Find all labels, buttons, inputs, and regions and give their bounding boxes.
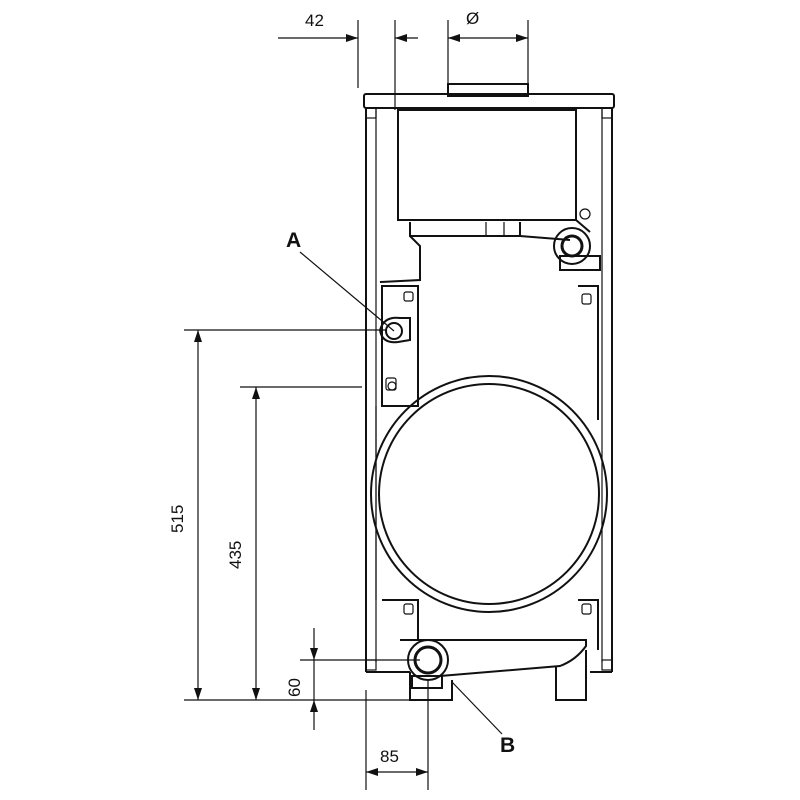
boiler-base (400, 639, 587, 701)
flue-outlet (447, 83, 529, 97)
right-frame (578, 285, 599, 650)
dimension-height-435: 435 (226, 386, 362, 700)
storage-tank (370, 375, 608, 613)
burner-chamber (379, 109, 591, 283)
connection-b: B (407, 639, 515, 757)
dimension-height-60: 60 (285, 628, 420, 730)
dim-label-42: 42 (305, 11, 324, 30)
pump (553, 208, 601, 271)
label-a: A (286, 229, 301, 252)
dim-label-515: 515 (168, 505, 187, 533)
dimension-height-515: 515 (168, 329, 410, 701)
dimension-width-85: 85 (365, 680, 429, 790)
dimension-top-offset: 42 (278, 11, 418, 110)
dimension-flue-diameter: Ø (447, 9, 529, 88)
dim-label-diameter: Ø (466, 9, 479, 28)
dim-label-85: 85 (380, 747, 399, 766)
connection-a: A (286, 229, 411, 344)
label-b: B (500, 734, 515, 757)
dim-label-60: 60 (285, 678, 304, 697)
dim-label-435: 435 (226, 541, 245, 569)
